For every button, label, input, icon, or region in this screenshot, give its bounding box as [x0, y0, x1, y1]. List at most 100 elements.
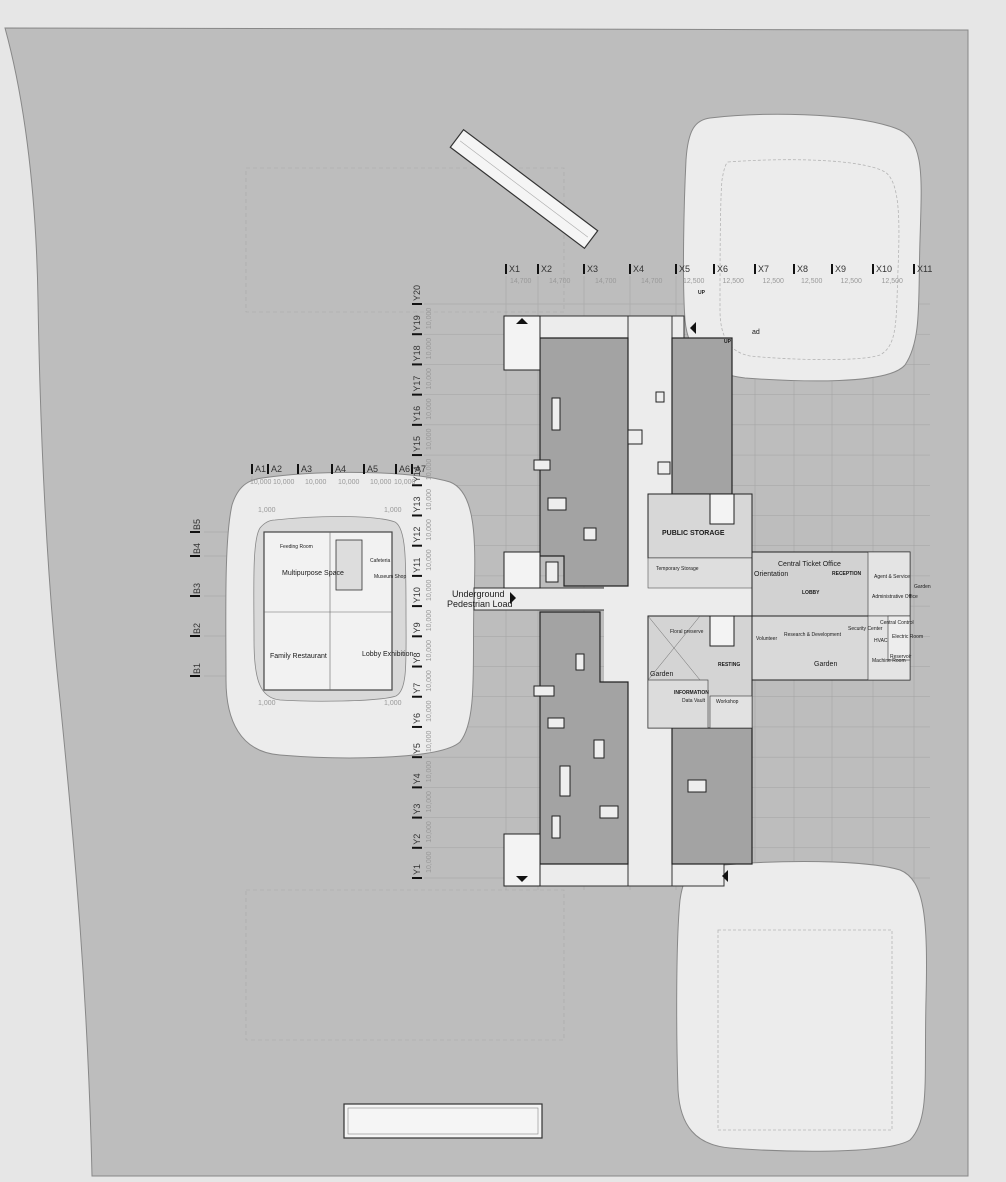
grid-label-B5: B5	[192, 519, 202, 530]
grid-label-Y19: Y19	[412, 315, 422, 331]
grid-label-X10: X10	[876, 264, 892, 274]
label-security: Security Center	[848, 626, 883, 632]
grid-label-A2: A2	[271, 464, 282, 474]
label-floral-preserve: Floral preserve	[670, 629, 704, 635]
small-dim-0: 1,000	[258, 507, 276, 514]
grid-label-Y3: Y3	[412, 804, 422, 815]
grid-label-Y12: Y12	[412, 527, 422, 543]
label-research: Research & Development	[784, 632, 842, 638]
grid-label-Y16: Y16	[412, 406, 422, 422]
grid-dim-x-1: 14,700	[549, 278, 571, 285]
grid-dim-y-9: 10,000	[426, 579, 433, 601]
label-up-1: UP	[698, 290, 706, 296]
grid-label-Y8: Y8	[412, 653, 422, 664]
pond-bottom-right	[676, 861, 928, 1152]
grid-label-A5: A5	[367, 464, 378, 474]
label-family-restaurant: Family Restaurant	[270, 653, 327, 660]
grid-dim-y-16: 10,000	[426, 368, 433, 390]
grid-label-Y4: Y4	[412, 773, 422, 784]
label-underground-1: Underground	[452, 589, 505, 599]
grid-label-B2: B2	[192, 623, 202, 634]
pond-bottom-right-inner	[717, 929, 893, 1131]
grid-label-X9: X9	[835, 264, 846, 274]
grid-dim-y-2: 10,000	[426, 791, 433, 813]
label-road: ad	[752, 329, 760, 336]
grid-label-Y18: Y18	[412, 345, 422, 361]
grid-label-Y15: Y15	[412, 436, 422, 452]
grid-dim-y-11: 10,000	[426, 519, 433, 541]
cores	[503, 315, 735, 887]
label-central-control: Central Control	[880, 620, 914, 626]
ramp-top	[449, 128, 599, 250]
label-data-vault: Data Vault	[682, 698, 706, 704]
grid-label-Y9: Y9	[412, 622, 422, 633]
grid-label-Y2: Y2	[412, 834, 422, 845]
label-feeding: Feeding Room	[280, 544, 313, 550]
label-reservoir: Reservoir	[890, 654, 912, 660]
grid-label-X1: X1	[509, 264, 520, 274]
grid-label-Y14: Y14	[412, 466, 422, 482]
grid-label-X4: X4	[633, 264, 644, 274]
grid-dim-y-3: 10,000	[426, 761, 433, 783]
label-underground-2: Pedestrian Load	[447, 599, 513, 609]
left-pavilion-building	[263, 531, 393, 691]
grid-label-X2: X2	[541, 264, 552, 274]
grid-dim-x-0: 14,700	[510, 278, 532, 285]
label-administrative: Administrative Office	[872, 594, 918, 600]
grid-dim-x-8: 12,500	[841, 278, 863, 285]
left-pavilion-core	[335, 539, 363, 591]
label-agent-service: Agent & Service	[874, 574, 910, 580]
label-lobby: LOBBY	[802, 590, 820, 596]
grid-dim-x-7: 12,500	[801, 278, 823, 285]
label-machine: Machine Room	[872, 658, 906, 664]
grid-dim-y-8: 10,000	[426, 610, 433, 632]
grid-dim-x-3: 14,700	[641, 278, 663, 285]
label-central-ticket: Central Ticket Office	[778, 561, 841, 568]
grid-label-X8: X8	[797, 264, 808, 274]
grid-dim-a-4: 10,000	[370, 479, 392, 486]
grid-label-A7: A7	[415, 464, 426, 474]
grid-label-X7: X7	[758, 264, 769, 274]
grid-dim-y-15: 10,000	[426, 398, 433, 420]
grid-label-B1: B1	[192, 663, 202, 674]
label-electric: Electric Room	[892, 634, 923, 640]
label-public-storage: PUBLIC STORAGE	[662, 530, 725, 537]
gallery-blocks	[539, 337, 753, 865]
grid-label-Y1: Y1	[412, 864, 422, 875]
grid-dim-y-0: 10,000	[426, 851, 433, 873]
grid-dim-x-6: 12,500	[763, 278, 785, 285]
grid-dim-y-13: 10,000	[426, 459, 433, 481]
grid-label-X6: X6	[717, 264, 728, 274]
label-museum-shop: Museum Shop	[374, 574, 406, 580]
label-lobby-exhibition: Lobby Exhibition	[362, 651, 413, 658]
label-garden-small: Garden	[914, 584, 931, 590]
grid-dim-a-3: 10,000	[338, 479, 360, 486]
entrance-arrows	[510, 318, 728, 882]
grid-dim-y-4: 10,000	[426, 731, 433, 753]
label-hvac: HVAC	[874, 638, 888, 644]
grid-label-Y17: Y17	[412, 376, 422, 392]
label-temporary-storage: Temporary Storage	[656, 566, 699, 572]
grid-dim-a-0: 10,000	[250, 479, 272, 486]
grid-dim-a-2: 10,000	[305, 479, 327, 486]
label-workshop: Workshop	[716, 699, 739, 705]
grid-dim-y-6: 10,000	[426, 670, 433, 692]
grid-label-Y13: Y13	[412, 496, 422, 512]
bench-bottom-inner	[347, 1107, 539, 1135]
guide-rect-lower	[245, 889, 565, 1041]
label-multipurpose: Multipurpose Space	[282, 570, 344, 577]
grid-dim-y-12: 10,000	[426, 489, 433, 511]
grid-label-X5: X5	[679, 264, 690, 274]
grid-label-Y6: Y6	[412, 713, 422, 724]
skylights	[533, 391, 707, 839]
grid-label-Y7: Y7	[412, 683, 422, 694]
bench-bottom	[343, 1103, 543, 1139]
small-dim-2: 1,000	[258, 700, 276, 707]
grid-dim-y-17: 10,000	[426, 338, 433, 360]
label-reception: RECEPTION	[832, 571, 862, 577]
grid-dim-x-2: 14,700	[595, 278, 617, 285]
grid-dim-x-4: 12,500	[683, 278, 705, 285]
grid-dim-a-1: 10,000	[273, 479, 295, 486]
small-dim-3: 1,000	[384, 700, 402, 707]
